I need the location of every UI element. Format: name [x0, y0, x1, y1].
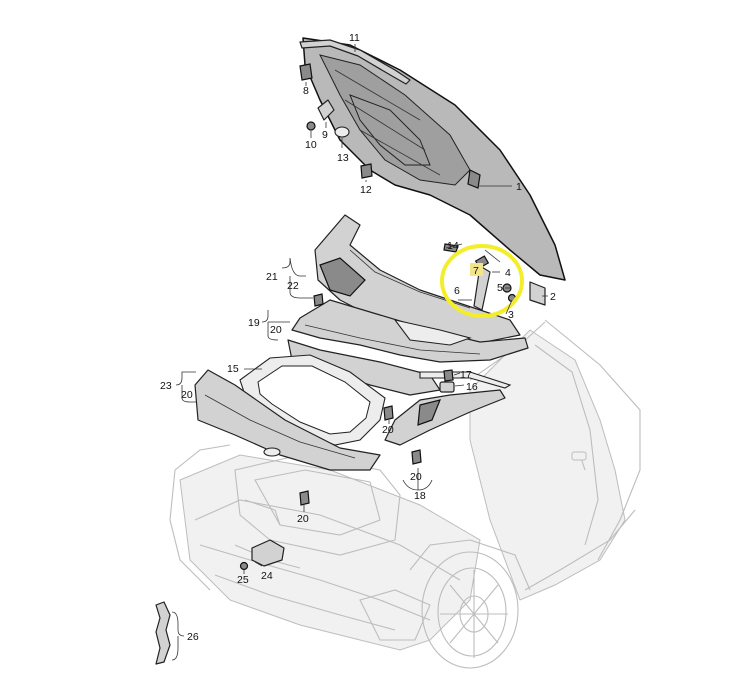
callout-15: 15	[227, 363, 239, 375]
callout-5: 5	[497, 282, 503, 294]
callout-20-b: 20	[181, 389, 193, 401]
clip-17[interactable]	[443, 369, 454, 382]
cowl-panel-middle[interactable]	[291, 299, 529, 363]
opening-seal-frame[interactable]	[239, 354, 386, 446]
callout-23: 23	[160, 380, 172, 392]
callout-4: 4	[505, 267, 511, 279]
clip-22[interactable]	[313, 293, 324, 307]
leader-lines	[171, 44, 548, 661]
callout-20-e: 20	[297, 513, 309, 525]
callout-6: 6	[454, 285, 460, 297]
fastener-12[interactable]	[360, 163, 373, 179]
fastener-8[interactable]	[299, 63, 313, 81]
clip-20-c[interactable]	[299, 490, 310, 506]
callout-7-highlight-bg	[470, 263, 483, 276]
side-trim-right[interactable]	[384, 389, 506, 446]
callout-13: 13	[337, 152, 349, 164]
callout-24: 24	[261, 570, 273, 582]
callout-22: 22	[287, 280, 299, 292]
callout-8: 8	[303, 85, 309, 97]
callout-2: 2	[550, 291, 556, 303]
nut-10[interactable]	[306, 121, 316, 131]
callout-10: 10	[305, 139, 317, 151]
callout-20-d: 20	[410, 471, 422, 483]
drain-strip[interactable]	[419, 371, 512, 389]
clip-20-a[interactable]	[383, 405, 394, 421]
grommet-13[interactable]	[334, 126, 350, 138]
callout-12: 12	[360, 184, 372, 196]
callout-7: 7	[473, 265, 479, 277]
callout-26: 26	[187, 631, 199, 643]
callout-17: 17	[460, 369, 472, 381]
callout-20-c: 20	[382, 424, 394, 436]
latch-24[interactable]	[251, 539, 285, 567]
bolt-25[interactable]	[239, 561, 249, 571]
callout-9: 9	[322, 129, 328, 141]
clip-20-b[interactable]	[411, 449, 422, 465]
front-trim-panel[interactable]	[194, 369, 381, 471]
callout-25: 25	[237, 574, 249, 586]
bracket-16[interactable]	[439, 381, 455, 393]
callout-14: 14	[447, 240, 459, 252]
bracket-9[interactable]	[317, 99, 335, 121]
callout-labels: 11 8 9 10 13 12 1 14 4 7 6 5 2 3 21 22 1…	[160, 32, 556, 643]
cable-26[interactable]	[155, 601, 171, 665]
callout-21: 21	[266, 271, 278, 283]
callout-3: 3	[508, 309, 514, 321]
car-body	[169, 319, 641, 669]
callout-1: 1	[516, 181, 522, 193]
callout-18: 18	[414, 490, 426, 502]
highlight-circle	[440, 244, 524, 318]
callout-16: 16	[466, 381, 478, 393]
hood-panel[interactable]	[302, 37, 566, 281]
callout-11: 11	[349, 32, 360, 44]
callout-20-a: 20	[270, 324, 282, 336]
callout-19: 19	[248, 317, 260, 329]
